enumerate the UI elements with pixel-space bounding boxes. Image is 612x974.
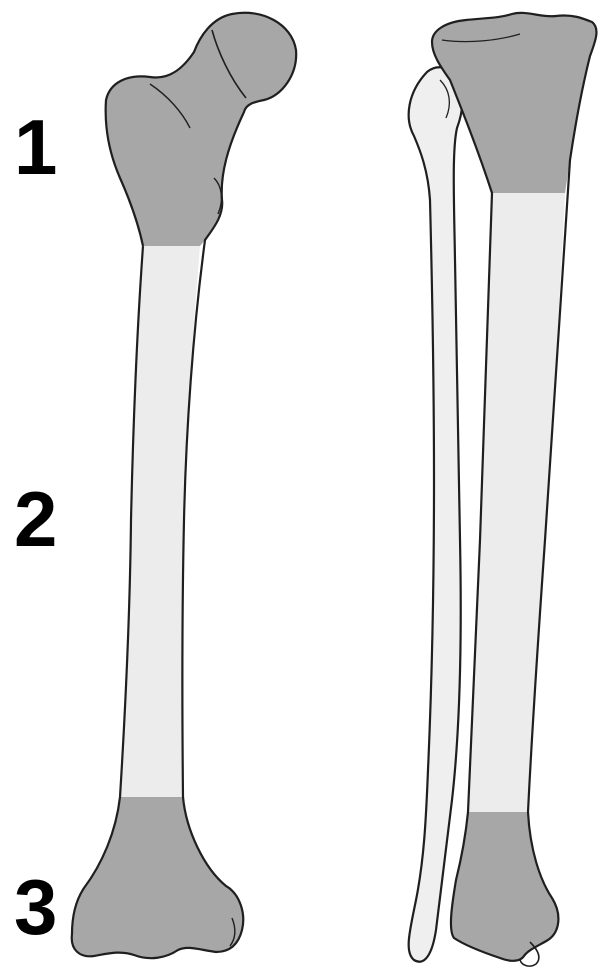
femur — [72, 13, 296, 958]
region-label-proximal: 1 — [14, 108, 57, 186]
tibia-diaphysis — [468, 193, 565, 812]
fibula-bone — [409, 67, 463, 961]
tibia-distal-epiphysis — [451, 812, 558, 961]
fibula — [409, 67, 463, 961]
region-label-shaft: 2 — [14, 480, 57, 558]
region-label-distal: 3 — [14, 868, 57, 946]
